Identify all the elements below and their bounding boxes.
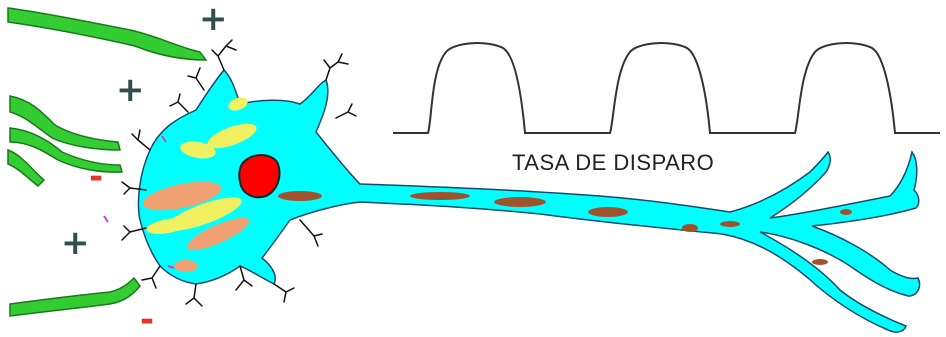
nucleus (239, 155, 279, 197)
excitatory-sign-lower-left: + (61, 226, 90, 260)
excitatory-sign-top: + (199, 2, 228, 36)
excitatory-sign-upper-left: + (116, 73, 145, 107)
axon-bottom (10, 278, 140, 316)
spike-train-line (393, 43, 940, 133)
firing-rate-label: TASA DE DISPARO (512, 150, 714, 176)
inhibitory-sign-bottom: - (140, 303, 154, 337)
axon-top (8, 8, 206, 60)
axon-upper-left-c (8, 150, 44, 186)
inhibitory-sign-upper: - (89, 160, 103, 194)
